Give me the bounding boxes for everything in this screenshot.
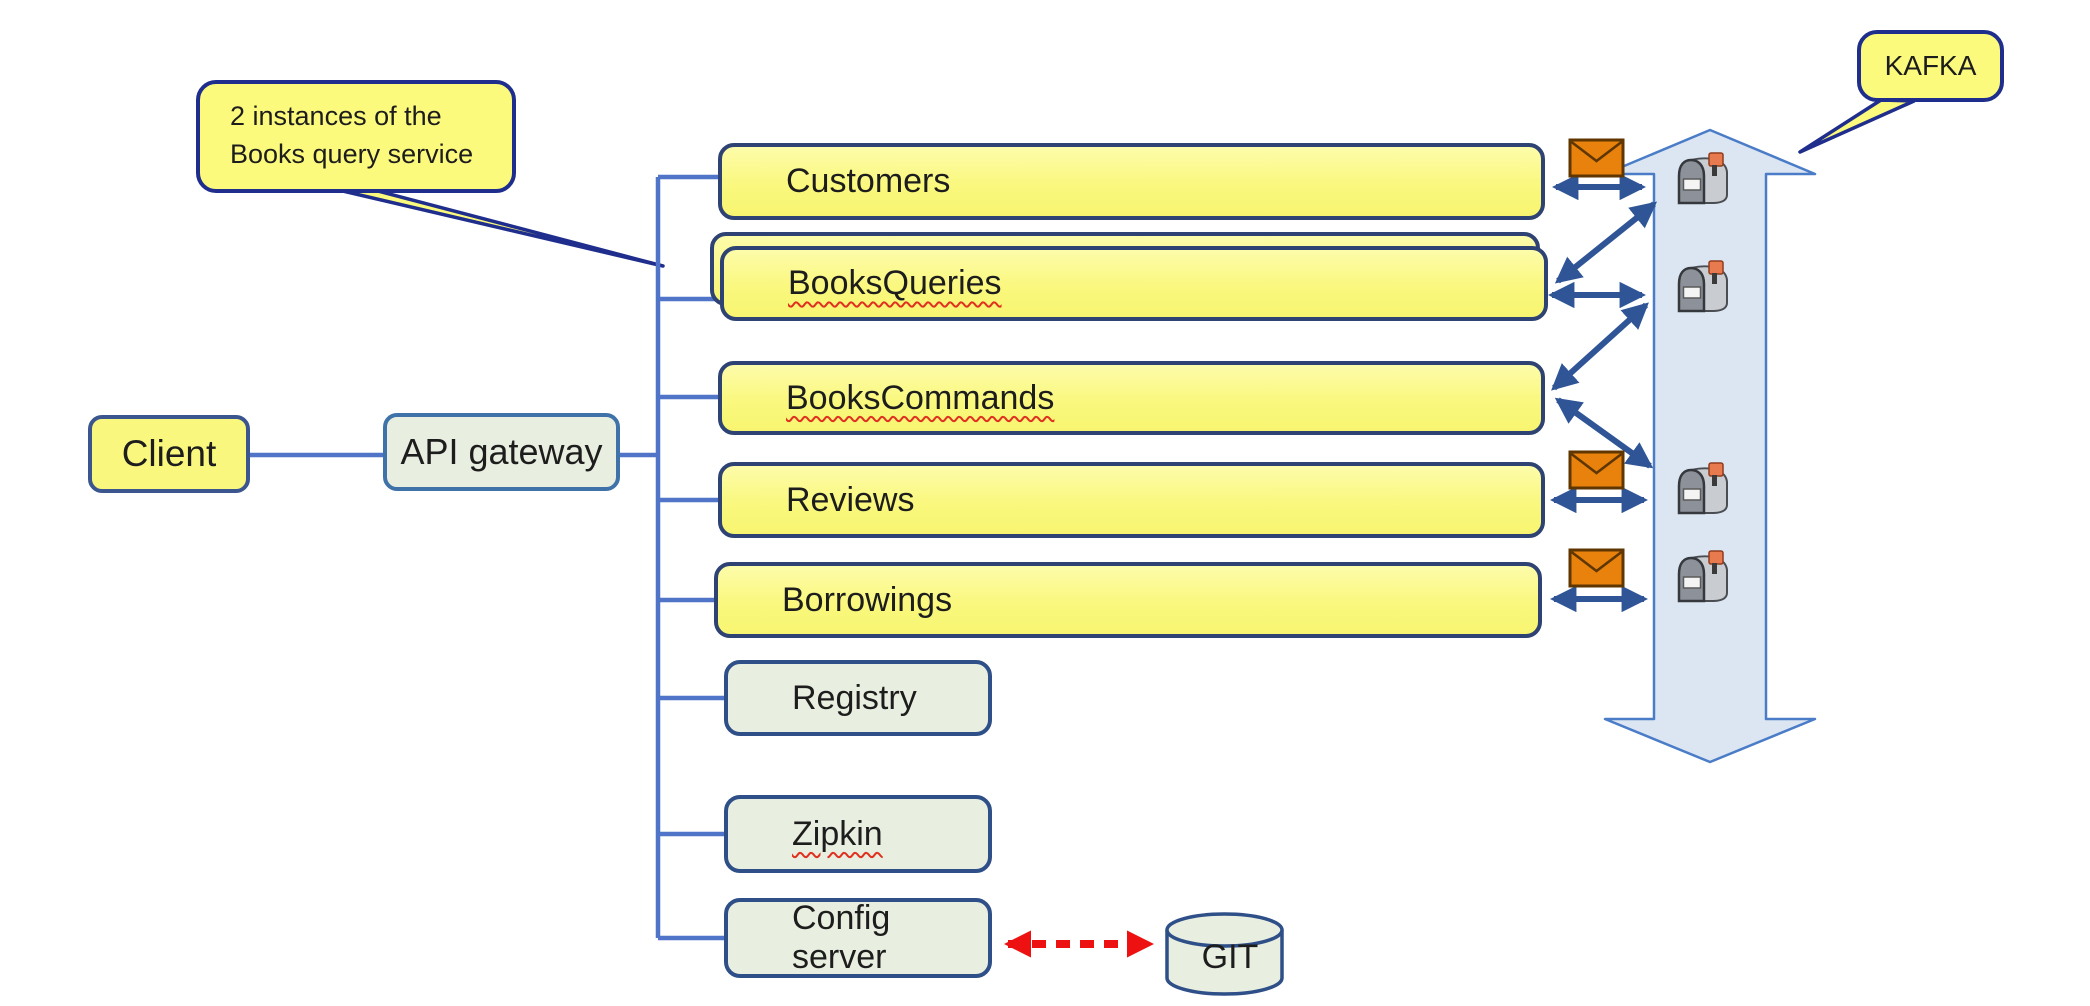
git-cylinder-icon [1165, 912, 1284, 996]
envelope-icon [1568, 548, 1625, 588]
mailbox-icon [1677, 461, 1729, 515]
instances-callout-text: 2 instances of the Books query service [230, 101, 474, 170]
infra-label: Registry [792, 678, 917, 717]
service-label: Reviews [786, 480, 915, 519]
service-label: Borrowings [782, 580, 953, 619]
envelope-icon [1568, 138, 1625, 178]
service-label: BooksCommands [786, 378, 1055, 417]
client-box: Client [88, 415, 250, 493]
infra-box-zipkin: Zipkin [724, 795, 992, 873]
kafka-bus-arrow [1603, 128, 1817, 764]
service-label: BooksQueries [788, 264, 1002, 302]
infra-label: Config server [792, 899, 891, 976]
git-label: GIT [1201, 938, 1259, 976]
mailbox-icon [1677, 549, 1729, 603]
service-box-reviews: Reviews [718, 462, 1545, 538]
kafka-callout-text: KAFKA [1884, 50, 1977, 81]
service-box-borrowings: Borrowings [714, 562, 1542, 638]
gateway-connectors [250, 174, 724, 941]
kafka-callout: KAFKA [1857, 30, 2004, 102]
service-label: Customers [786, 162, 951, 200]
instances-callout-tail [328, 186, 665, 268]
service-box-booksqueries: BooksQueries [720, 246, 1548, 321]
api-gateway-label: API gateway [400, 431, 603, 472]
kafka-callout-tail [1798, 98, 1916, 154]
service-box-customers: Customers [718, 143, 1545, 220]
infra-box-registry: Registry [724, 660, 992, 736]
api-gateway-box: API gateway [383, 413, 620, 491]
service-box-bookscommands: BooksCommands [718, 361, 1545, 435]
instances-callout: 2 instances of the Books query service [196, 80, 516, 193]
mailbox-icon [1677, 259, 1729, 313]
client-label: Client [121, 433, 217, 474]
infra-label: Zipkin [792, 814, 883, 853]
envelope-icon [1568, 450, 1625, 490]
infra-box-config-server: Config server [724, 898, 992, 978]
mailbox-icon [1677, 151, 1729, 205]
kafka-message-arrows [1548, 173, 1658, 613]
